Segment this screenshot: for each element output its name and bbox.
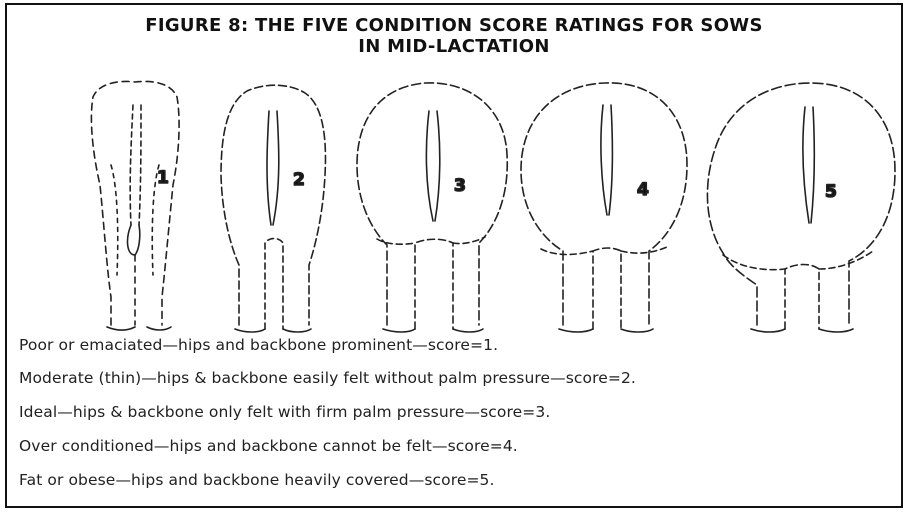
sow-score-2-drawing [221, 85, 325, 332]
caption-score-3: Ideal—hips & backbone only felt with fir… [19, 403, 550, 421]
sow-score-5-label: 5 [825, 182, 837, 202]
caption-score-5: Fat or obese—hips and backbone heavily c… [19, 471, 495, 489]
figure-title: FIGURE 8: THE FIVE CONDITION SCORE RATIN… [7, 15, 901, 57]
sow-score-3-label: 3 [454, 176, 466, 196]
sow-score-5-drawing [707, 83, 895, 332]
title-line-1: FIGURE 8: THE FIVE CONDITION SCORE RATIN… [7, 15, 901, 36]
sow-score-1-drawing [91, 81, 179, 330]
title-line-2: IN MID-LACTATION [7, 36, 901, 57]
sow-score-4-drawing [521, 83, 687, 332]
sow-illustrations: 1 2 3 [7, 75, 905, 345]
figure-frame: FIGURE 8: THE FIVE CONDITION SCORE RATIN… [5, 3, 903, 508]
sow-score-3-drawing [357, 83, 507, 332]
caption-score-4: Over conditioned—hips and backbone canno… [19, 437, 518, 455]
sow-score-1-label: 1 [157, 168, 169, 188]
caption-score-1: Poor or emaciated—hips and backbone prom… [19, 336, 498, 354]
sow-score-4-label: 4 [637, 180, 649, 200]
caption-score-2: Moderate (thin)—hips & backbone easily f… [19, 369, 636, 387]
sow-score-2-label: 2 [293, 170, 305, 190]
